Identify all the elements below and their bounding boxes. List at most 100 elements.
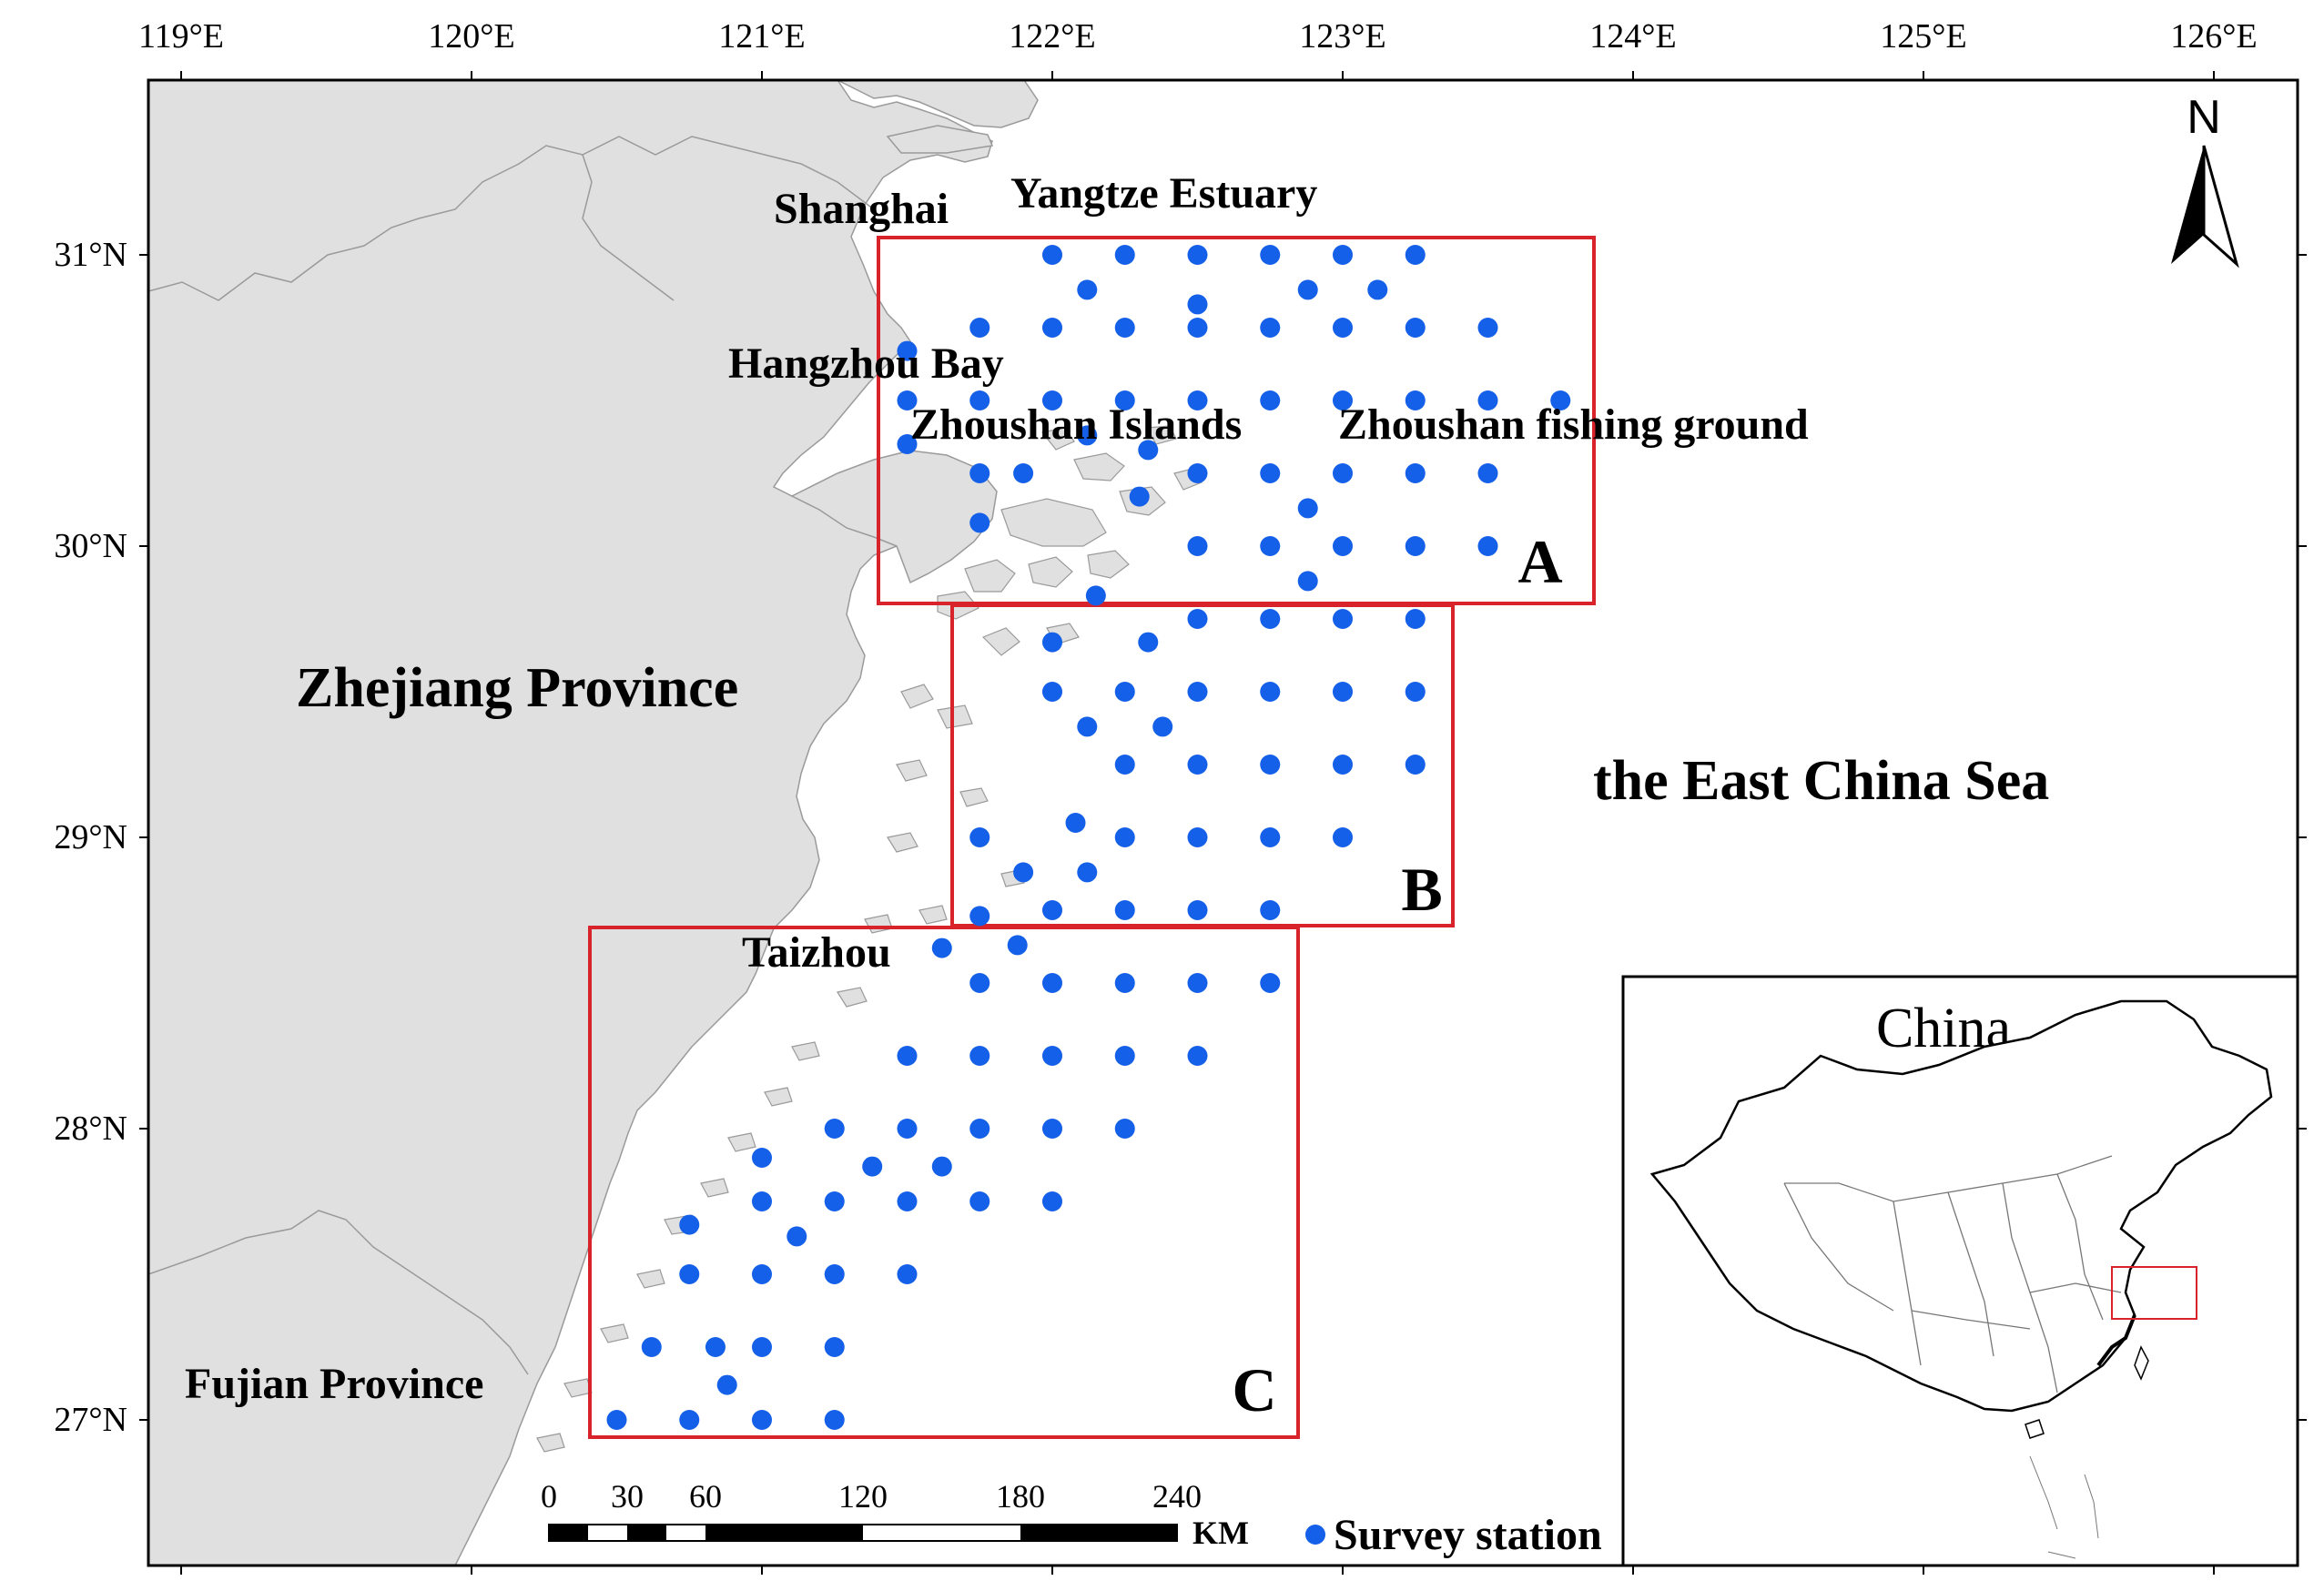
survey-station-dot [1077, 862, 1098, 883]
label-zhejiang-province: Zhejiang Province [296, 657, 738, 719]
survey-station-dot [1260, 973, 1281, 993]
survey-station-dot [824, 1191, 845, 1211]
survey-station-dot [679, 1264, 700, 1284]
survey-station-dot [1065, 813, 1086, 833]
survey-station-dot [1077, 716, 1098, 737]
survey-station-dot [1260, 245, 1281, 265]
lat-label: 30°N [54, 527, 127, 565]
survey-station-dot [1187, 900, 1208, 920]
survey-station-dot [1114, 973, 1135, 993]
label-yangtze-estuary: Yangtze Estuary [1010, 169, 1317, 218]
label-taizhou: Taizhou [742, 928, 891, 977]
survey-station-dot [752, 1337, 772, 1357]
survey-station-dot [1114, 390, 1135, 410]
survey-stations [606, 245, 1571, 1430]
survey-station-dot [1260, 827, 1281, 847]
survey-station-dot [1114, 318, 1135, 338]
survey-station-dot [1333, 463, 1353, 483]
survey-station-dot [1405, 463, 1426, 483]
survey-station-dot [1077, 425, 1098, 446]
survey-station-dot [1042, 973, 1062, 993]
survey-station-dot [1333, 245, 1353, 265]
legend-station-marker [1305, 1525, 1325, 1545]
survey-station-dot [716, 1374, 737, 1395]
survey-station-dot [1260, 755, 1281, 775]
longitude-labels: 119°E 120°E 121°E 122°E 123°E 124°E 125°… [138, 17, 2258, 56]
label-zhoushan-islands: Zhoushan Islands [910, 400, 1242, 449]
survey-station-dot [969, 906, 990, 927]
survey-station-dot [969, 1191, 990, 1211]
survey-station-dot [1260, 318, 1281, 338]
survey-station-dot [897, 340, 918, 361]
china-outline [1649, 999, 2273, 1413]
scale-tick-label: 60 [689, 1478, 722, 1515]
survey-station-dot [1114, 900, 1135, 920]
survey-station-dot [1550, 390, 1571, 410]
scale-tick-label: 120 [838, 1478, 888, 1515]
survey-station-dot [679, 1214, 700, 1235]
survey-station-dot [1187, 245, 1208, 265]
survey-station-dot [1042, 682, 1062, 702]
survey-station-dot [1187, 973, 1208, 993]
scale-tick-label: 240 [1152, 1478, 1202, 1515]
survey-station-dot [1477, 463, 1498, 483]
study-area-boxes [588, 236, 1596, 1439]
legend-label: Survey station [1334, 1511, 1602, 1559]
survey-station-dot [969, 318, 990, 338]
survey-station-dot [1042, 1119, 1062, 1139]
label-shanghai: Shanghai [774, 185, 949, 233]
lon-label: 122°E [1009, 17, 1095, 56]
survey-station-dot [931, 1156, 952, 1177]
survey-station-dot [969, 1046, 990, 1066]
survey-station-dot [1042, 632, 1062, 653]
map-frame [147, 78, 2299, 1567]
survey-station-dot [1187, 682, 1208, 702]
survey-station-dot [1187, 390, 1208, 410]
lon-label: 123°E [1299, 17, 1385, 56]
lon-label: 126°E [2170, 17, 2257, 56]
survey-station-dot [969, 1119, 990, 1139]
survey-station-dot [752, 1410, 772, 1430]
survey-station-dot [1187, 536, 1208, 556]
survey-station-dot [679, 1410, 700, 1430]
survey-station-dot [1129, 486, 1150, 507]
survey-station-dot [1187, 1046, 1208, 1066]
survey-station-dot [1260, 682, 1281, 702]
survey-station-dot [1260, 536, 1281, 556]
south-china-sea-islands [2029, 1455, 2099, 1559]
survey-station-dot [897, 1264, 918, 1284]
scale-tick-label: 30 [611, 1478, 644, 1515]
survey-station-dot [1042, 900, 1062, 920]
survey-station-dot [1297, 498, 1318, 519]
survey-station-dot [1007, 935, 1028, 956]
lat-label: 28°N [54, 1110, 127, 1148]
survey-station-dot [1042, 390, 1062, 410]
survey-station-dot [824, 1410, 845, 1430]
coastal-islands [536, 623, 1080, 1453]
survey-station-dot [1405, 245, 1426, 265]
survey-station-dot [1138, 632, 1159, 653]
survey-station-dot [1042, 1046, 1062, 1066]
survey-station-dot [931, 937, 952, 958]
survey-station-dot [1405, 609, 1426, 629]
survey-station-dot [1187, 755, 1208, 775]
survey-station-dot [787, 1226, 807, 1247]
survey-station-dot [1333, 609, 1353, 629]
box-b-label: B [1401, 855, 1442, 924]
survey-station-dot [1260, 463, 1281, 483]
scale-tick-label: 0 [541, 1478, 557, 1515]
survey-station-dot [1152, 716, 1173, 737]
survey-station-dot [1297, 279, 1318, 300]
lon-label: 120°E [428, 17, 514, 56]
survey-station-dot [1077, 279, 1098, 300]
survey-station-dot [1042, 1191, 1062, 1211]
lat-label: 27°N [54, 1401, 127, 1439]
survey-station-dot [1114, 245, 1135, 265]
survey-station-dot [1187, 463, 1208, 483]
survey-station-dot [897, 434, 918, 454]
box-a-label: A [1517, 527, 1562, 596]
north-arrow-icon: N [2171, 91, 2239, 269]
survey-station-dot [705, 1337, 726, 1357]
survey-station-dot [824, 1264, 845, 1284]
